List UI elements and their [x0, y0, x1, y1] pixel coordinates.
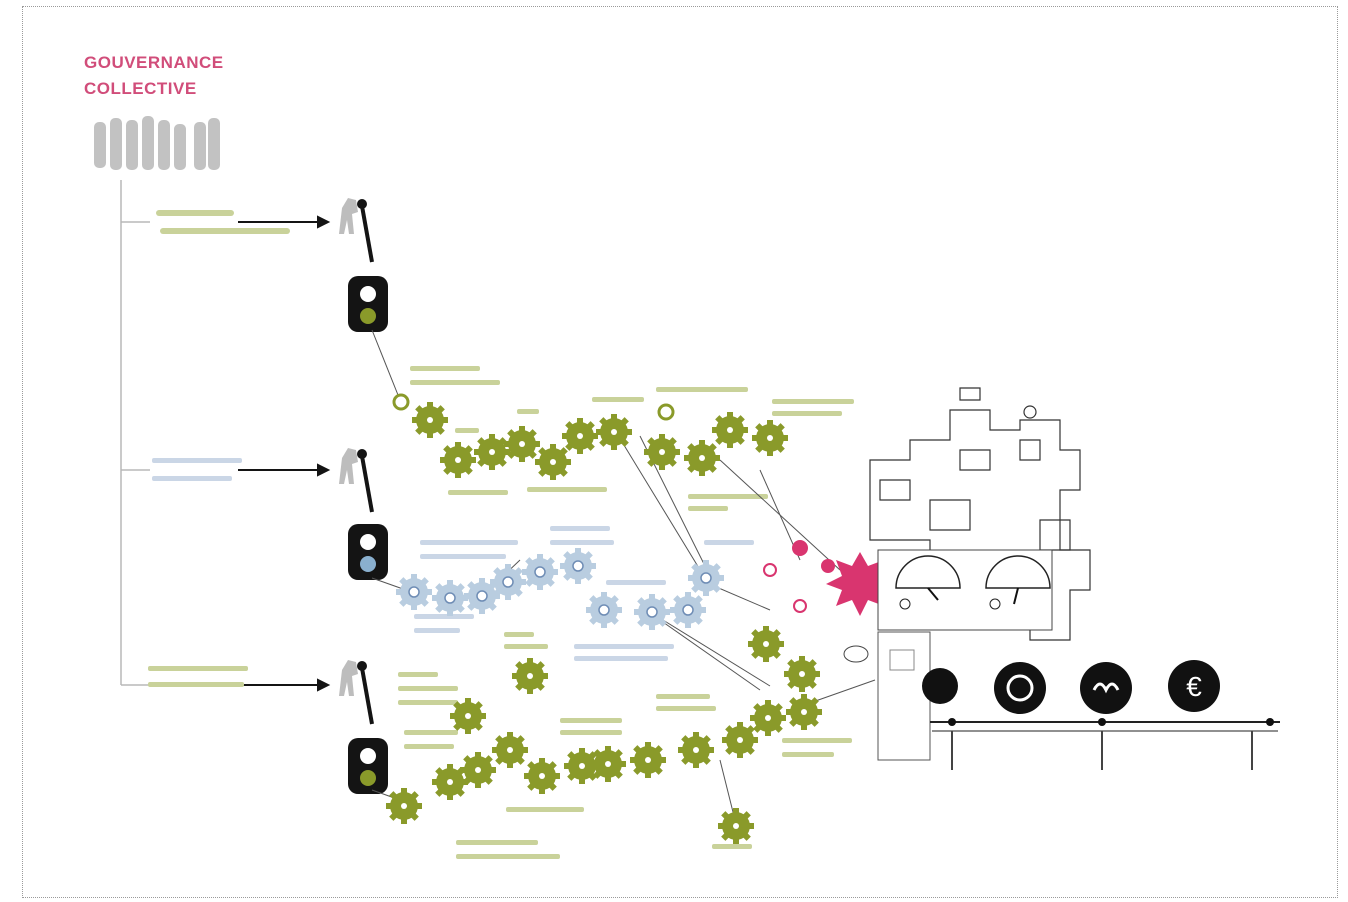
- svg-text:€: €: [1186, 671, 1202, 702]
- gauge-icon: [985, 555, 1051, 610]
- label-placeholders: [148, 210, 854, 859]
- pink-burst: [763, 540, 894, 616]
- gauge-icon: [895, 555, 961, 610]
- coin-icon: [922, 668, 958, 704]
- gear-chain-top: [392, 393, 788, 480]
- diagram-title: GOUVERNANCE COLLECTIVE: [84, 50, 224, 102]
- label-placeholders-blue: [152, 458, 754, 661]
- gauge-panel: [843, 549, 1053, 761]
- coin-icon: [994, 662, 1046, 714]
- people-group-icon: [94, 116, 220, 170]
- euro-icon: €: [1168, 660, 1220, 712]
- title-line-1: GOUVERNANCE: [84, 53, 224, 72]
- traffic-light-icon: [348, 524, 388, 580]
- figure-frame: [22, 6, 1338, 898]
- arrows: [238, 215, 331, 692]
- title-line-2: COLLECTIVE: [84, 79, 197, 98]
- branch-lines: [120, 180, 150, 686]
- coin-icon: [1080, 662, 1132, 714]
- conveyor: [930, 718, 1280, 770]
